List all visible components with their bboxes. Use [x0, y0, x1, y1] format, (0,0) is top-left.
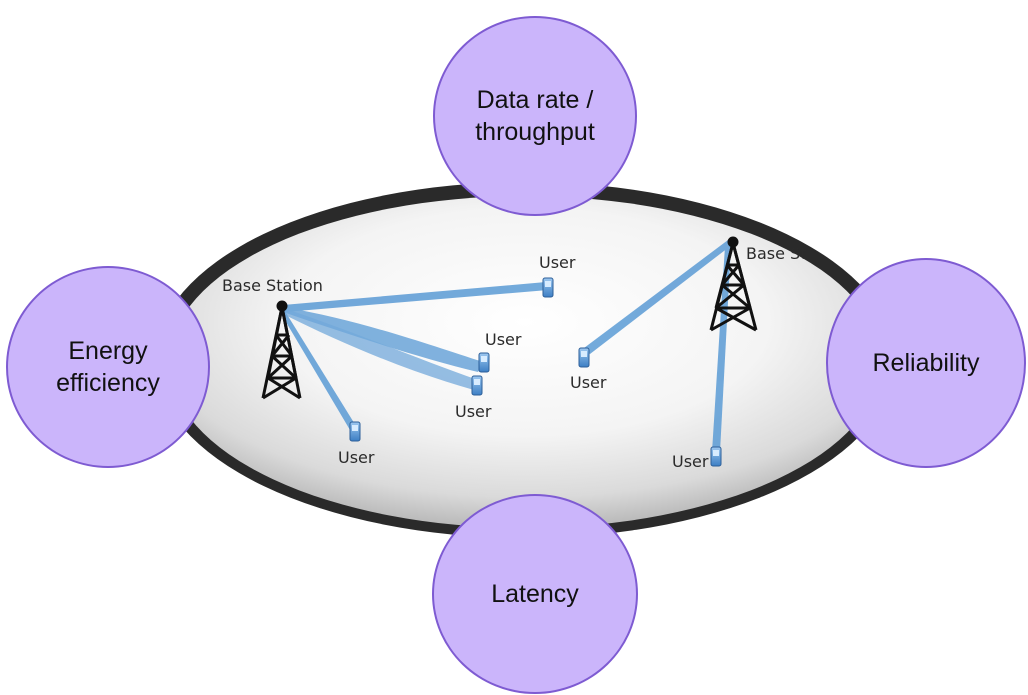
cell-tower-icon	[261, 300, 302, 400]
beams-right	[584, 240, 733, 452]
data-rate-throughput-label: Data rate / throughput	[475, 85, 595, 147]
cell-tower-icon	[709, 236, 758, 332]
energy-efficiency-node: Energy efficiency	[6, 266, 210, 468]
beam-to-user-mid-b	[283, 308, 478, 390]
latency-label: Latency	[491, 579, 579, 608]
data-rate-throughput-node: Data rate / throughput	[433, 16, 637, 216]
user-label-mid-upper: User	[485, 330, 522, 349]
user-label-mid-right: User	[570, 373, 607, 392]
beam-to-user-bottom-right	[712, 246, 731, 452]
phone-icon	[710, 446, 722, 467]
base-station-label-left: Base Station	[222, 276, 323, 295]
phone-icon	[578, 347, 590, 368]
latency-node: Latency	[432, 494, 638, 694]
beam-to-user-bottom	[280, 308, 356, 430]
cell-area	[169, 196, 881, 528]
user-label-top-right: User	[539, 253, 576, 272]
reliability-label: Reliability	[872, 348, 980, 377]
user-label-bottom-right: User	[672, 452, 709, 471]
phone-icon	[478, 352, 490, 373]
reliability-node: Reliability	[826, 258, 1026, 468]
beam-to-user-mid-a	[283, 307, 483, 372]
phone-icon	[542, 277, 554, 298]
user-label-mid-lower: User	[455, 402, 492, 421]
beam-to-user-mid-right	[584, 240, 733, 354]
user-label-bottom-left: User	[338, 448, 375, 467]
beam-to-user-top-right	[283, 282, 548, 312]
energy-efficiency-label: Energy efficiency	[56, 336, 160, 398]
phone-icon	[349, 421, 361, 442]
base-station-label-right: Base St	[746, 244, 806, 263]
beams-left	[280, 282, 548, 430]
phone-icon	[471, 375, 483, 396]
